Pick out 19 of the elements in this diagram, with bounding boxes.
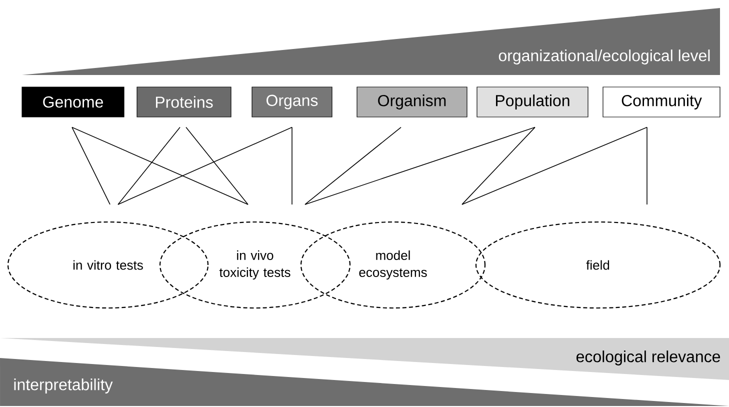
level-box: Community xyxy=(602,86,720,118)
level-box: Genome xyxy=(22,86,124,118)
level-box: Organs xyxy=(252,86,332,118)
connector-line xyxy=(462,126,648,205)
connector-line xyxy=(304,126,536,205)
connector-line xyxy=(646,126,648,205)
connector-line xyxy=(304,126,402,205)
level-box: Organism xyxy=(356,86,468,118)
wedge-label: organizational/ecological level xyxy=(498,50,710,64)
wedge-label: ecological relevance xyxy=(576,350,720,366)
connector-line xyxy=(462,126,536,205)
connector-line xyxy=(186,126,248,205)
level-box: Population xyxy=(476,86,588,118)
connector-line xyxy=(72,126,110,205)
connector-line xyxy=(118,126,180,205)
level-box: Proteins xyxy=(136,86,232,118)
wedge-label: interpretability xyxy=(14,378,113,394)
connector-line xyxy=(118,126,292,205)
connector-line xyxy=(72,126,248,205)
